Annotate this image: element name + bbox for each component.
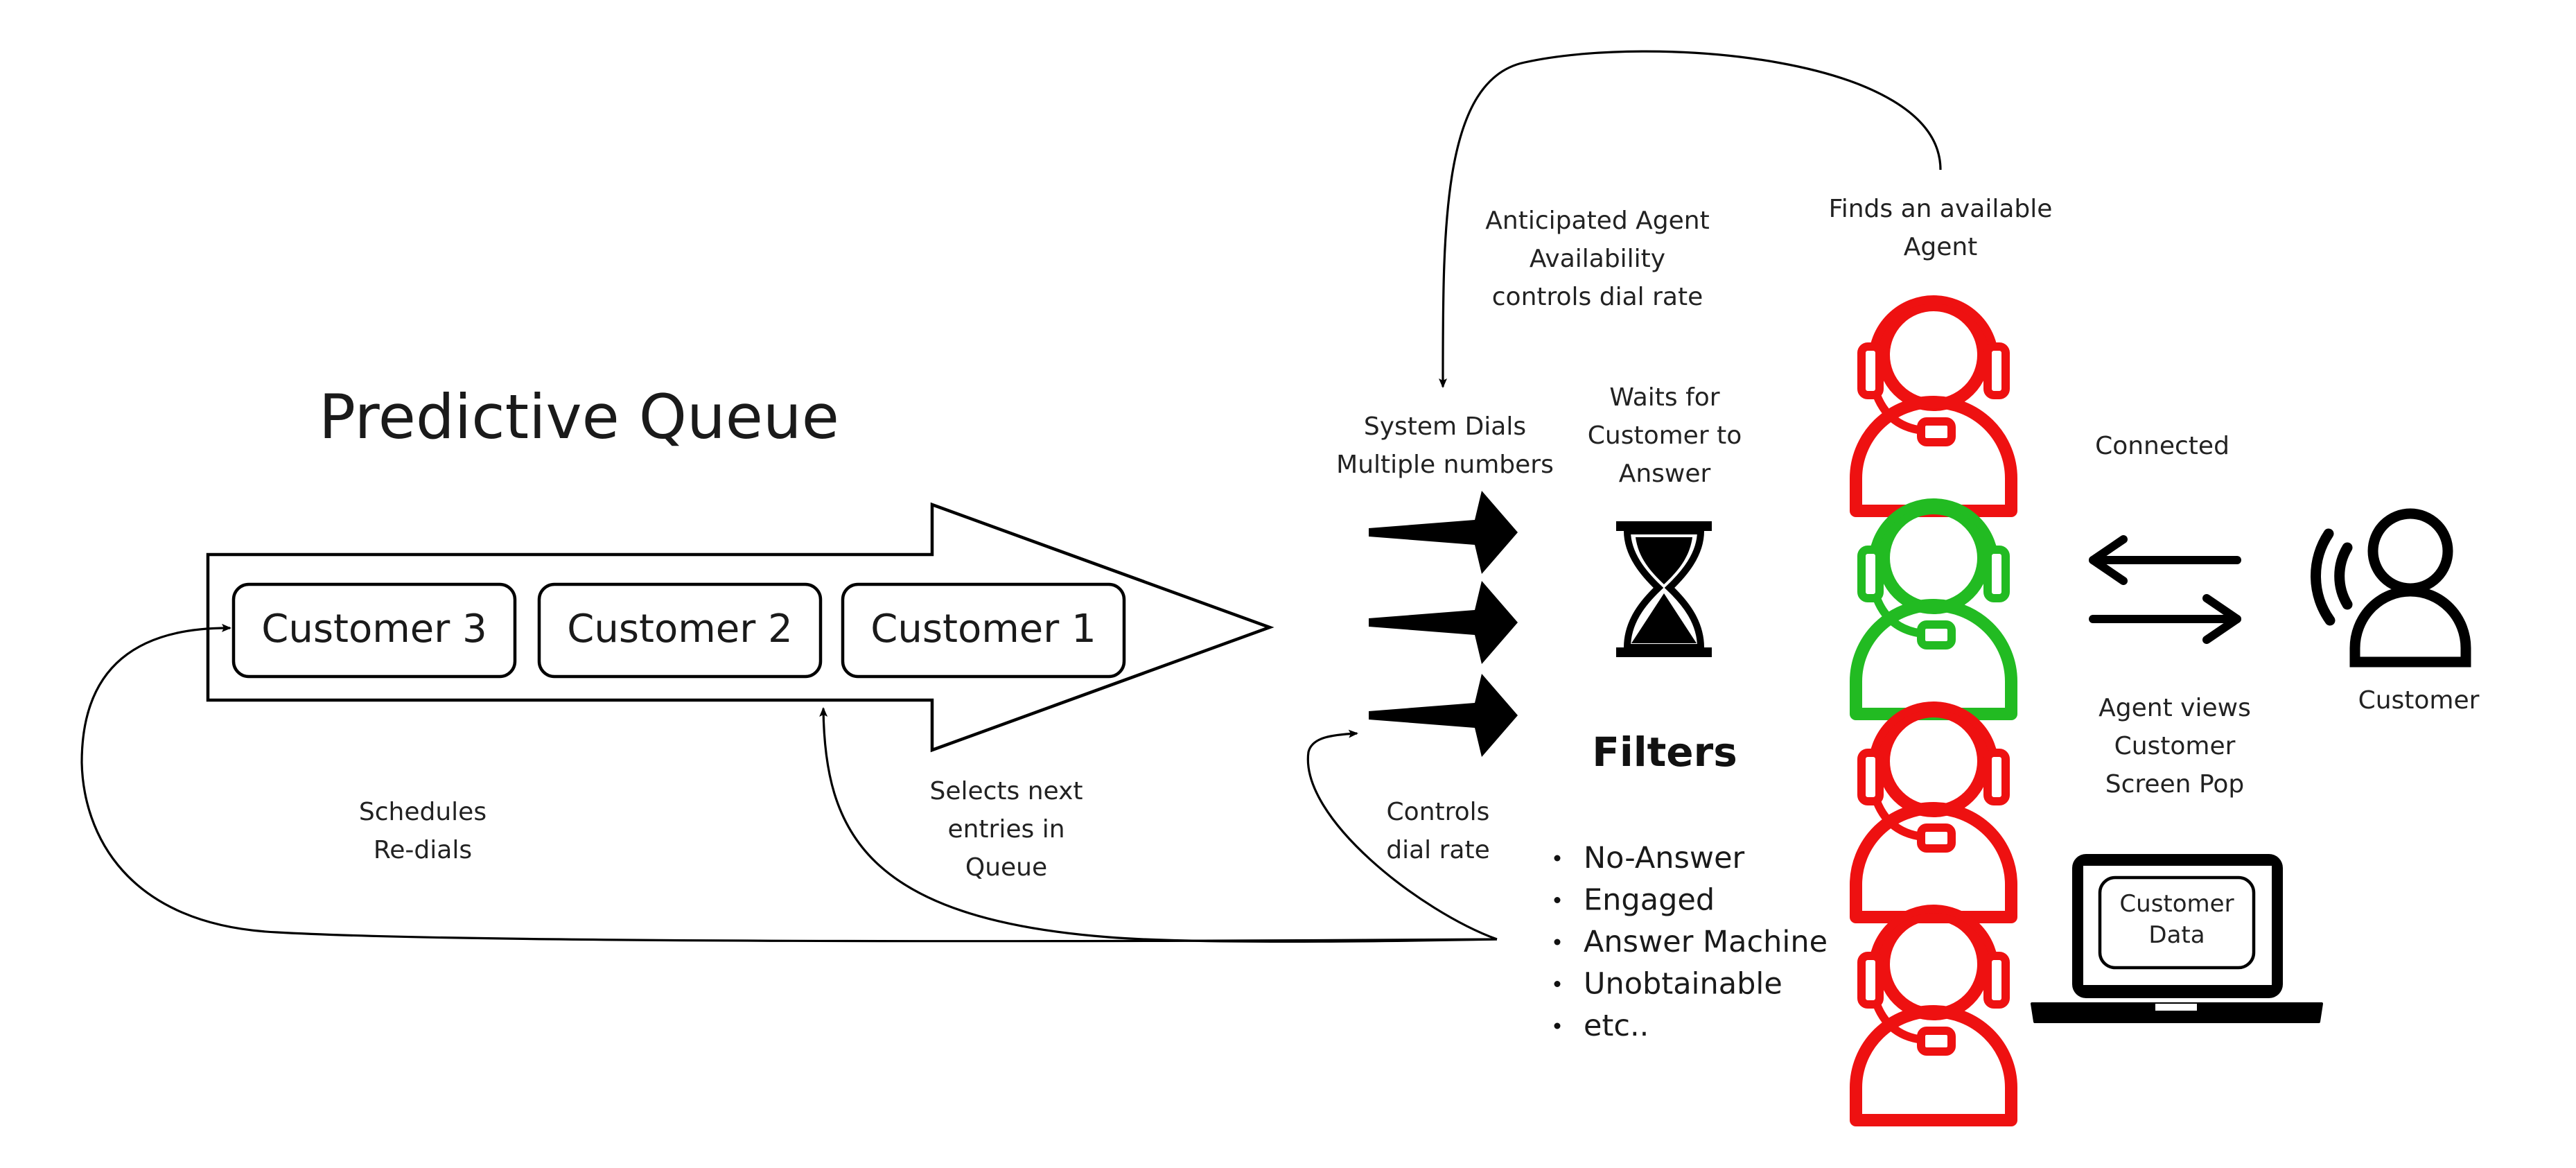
filter-item: Engaged: [1584, 883, 1715, 918]
filter-bullet: [1554, 897, 1561, 903]
finds-agent-label: Agent: [1904, 233, 1978, 261]
filter-item: No-Answer: [1584, 841, 1745, 875]
customer-icon: [2311, 508, 2471, 668]
waits-for-label: Answer: [1619, 460, 1711, 488]
agent-views-label: Screen Pop: [2105, 770, 2245, 799]
filters-heading: Filters: [1592, 729, 1737, 776]
dial-rate-connector: [1306, 729, 1498, 941]
available-agent-icon: [1856, 503, 2011, 714]
laptop-screen-line: Data: [2148, 921, 2205, 949]
waits-for-label: Waits for: [1609, 383, 1719, 412]
queue-customer-label: Customer 3: [261, 607, 487, 652]
finds-agent-label: Finds an available: [1829, 195, 2053, 223]
selects-next-label: entries in: [947, 815, 1064, 844]
hourglass-icon: [1616, 521, 1712, 657]
swap-arrows-icon: [2089, 535, 2241, 644]
anticipated-label: controls dial rate: [1492, 283, 1703, 311]
system-dials-label: Multiple numbers: [1336, 451, 1554, 479]
agent-views-label: Agent views: [2099, 694, 2251, 722]
customer-label: Customer: [2358, 686, 2480, 715]
filter-bullet: [1554, 855, 1561, 862]
queue-customer-box: Customer 1: [841, 582, 1126, 679]
agent-views-label: Customer: [2114, 732, 2236, 760]
agent-availability-connector: [1438, 50, 1942, 388]
waits-for-label: Customer to: [1588, 421, 1742, 450]
controls-label: dial rate: [1386, 836, 1489, 864]
queue-customer-label: Customer 1: [870, 607, 1096, 652]
dial-arrow-icon: [1369, 491, 1518, 574]
filter-bullet: [1554, 939, 1561, 945]
redial-connector: [80, 623, 1498, 943]
queue-customer-box: Customer 3: [231, 582, 517, 679]
filter-bullet: [1554, 1022, 1561, 1029]
filter-bullet: [1554, 981, 1561, 987]
laptop-screen-line: Customer: [2119, 890, 2234, 918]
anticipated-label: Availability: [1530, 245, 1665, 273]
dial-arrow-icon: [1369, 674, 1518, 757]
system-dials-label: System Dials: [1364, 412, 1526, 441]
busy-agent-icon: [1856, 299, 2011, 511]
controls-label: Controls: [1387, 798, 1490, 826]
selects-next-label: Selects next: [929, 777, 1083, 805]
filter-item: Answer Machine: [1584, 925, 1828, 959]
filter-item: etc..: [1584, 1009, 1649, 1043]
anticipated-label: Anticipated Agent: [1485, 207, 1709, 235]
queue-customer-box: Customer 2: [537, 582, 823, 679]
connected-label: Connected: [2095, 432, 2229, 460]
busy-agent-icon: [1856, 909, 2011, 1120]
schedules-label: Re-dials: [374, 836, 472, 864]
select-next-connector: [819, 707, 1498, 943]
selects-next-label: Queue: [965, 853, 1047, 882]
filter-item: Unobtainable: [1584, 967, 1782, 1002]
diagram-title: Predictive Queue: [319, 381, 839, 453]
laptop-icon: [2031, 854, 2323, 1023]
schedules-label: Schedules: [359, 798, 487, 826]
dial-arrow-icon: [1369, 581, 1518, 664]
busy-agent-icon: [1856, 706, 2011, 917]
queue-customer-label: Customer 2: [567, 607, 792, 652]
